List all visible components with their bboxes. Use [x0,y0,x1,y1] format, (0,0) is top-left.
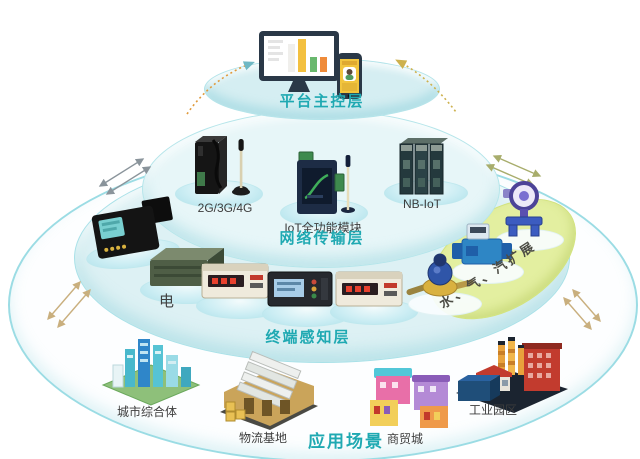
led-meter-icon-2 [335,271,403,307]
industrial-park-label: 工业园区 [468,403,517,417]
trade-mall-label: 商贸城 [386,432,423,446]
led-meter-icon-1 [201,263,269,299]
network-layer-label: 网络传输层 [279,230,365,247]
logistics-base-label: 物流基地 [238,431,287,445]
logistics-base-icon [220,350,318,430]
smart-meter-icon [91,196,173,259]
city-complex-label: 城市综合体 [116,405,177,419]
gas-meter-icon [452,223,512,265]
cellular-gateway-label: 2G/3G/4G [197,201,253,215]
nb-iot-rack-icon [399,138,448,195]
trade-mall-icon [370,368,450,428]
water-meter-icon [406,253,474,297]
lcd-meter-icon [267,271,333,307]
smartphone-icon [337,53,362,99]
city-complex-icon [101,339,201,406]
industrial-park-icon [456,337,568,413]
iot-module-label: IoT全功能模块 [284,221,362,235]
cellular-gateway-icon [195,136,250,196]
application-layer-label: 应用场景 [308,432,384,451]
nb-iot-label: NB-IoT [402,197,441,211]
flow-meter-icon [503,181,543,237]
monitor-icon [259,31,339,92]
electric-label: 电 [158,293,175,310]
iot-module-icon [297,151,355,214]
platform-layer-label: 平台主控层 [279,93,365,110]
perception-layer-label: 终端感知层 [265,329,351,346]
